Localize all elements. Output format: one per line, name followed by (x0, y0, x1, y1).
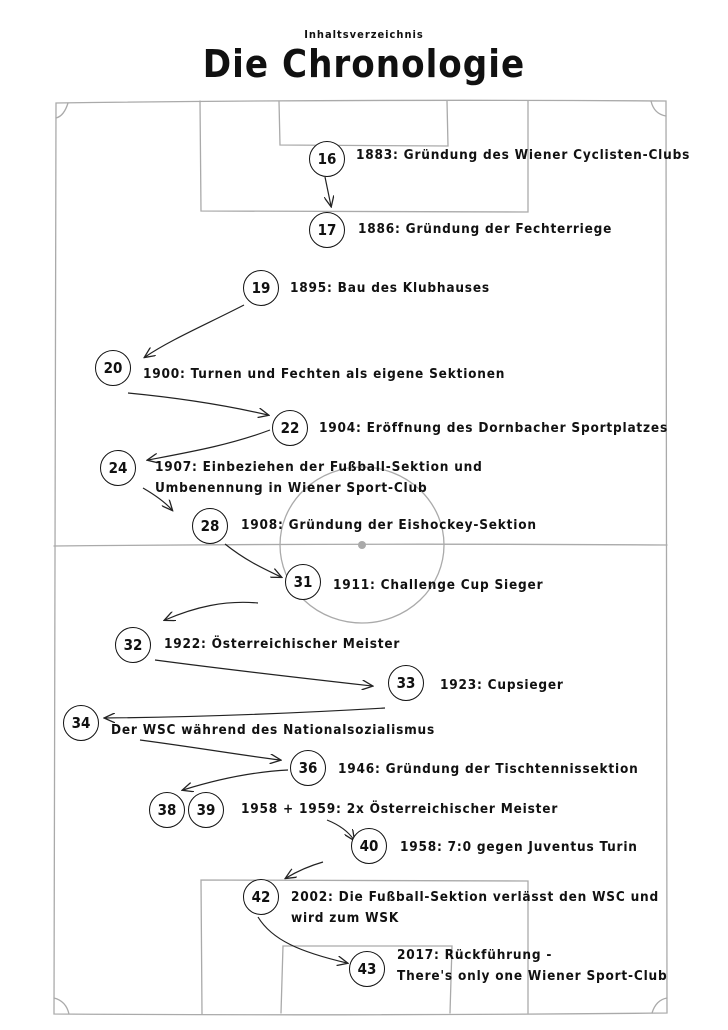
page-number-circle[interactable]: 20 (95, 350, 131, 386)
timeline-entry-1907[interactable]: 1907: Einbeziehen der Fußball-Sektion un… (155, 459, 483, 496)
penalty-area-top (199, 100, 529, 213)
timeline-entry-2017[interactable]: 2017: Rückführung - There's only one Wie… (397, 947, 668, 984)
page-number-circle[interactable]: 36 (290, 750, 326, 786)
page-number-circle[interactable]: 32 (115, 627, 151, 663)
timeline-entry-1958-juventus[interactable]: 1958: 7:0 gegen Juventus Turin (400, 839, 638, 855)
timeline-entry-2002[interactable]: 2002: Die Fußball-Sektion verlässt den W… (291, 889, 659, 926)
page-number-circle[interactable]: 17 (309, 212, 345, 248)
timeline-entry-1923[interactable]: 1923: Cupsieger (440, 677, 564, 693)
page-number-circle[interactable]: 42 (243, 879, 279, 915)
page-number-circle[interactable]: 24 (100, 450, 136, 486)
timeline-entry-1900[interactable]: 1900: Turnen und Fechten als eigene Sekt… (143, 366, 506, 382)
timeline-entry-1911[interactable]: 1911: Challenge Cup Sieger (333, 577, 544, 593)
timeline-entry-1904[interactable]: 1904: Eröffnung des Dornbacher Sportplat… (319, 420, 668, 436)
timeline-entry-1958-1959[interactable]: 1958 + 1959: 2x Österreichischer Meister (241, 801, 559, 817)
page-title: Die Chronologie (202, 42, 526, 86)
page-number-circle[interactable]: 28 (192, 508, 228, 544)
pitch-outline (53, 99, 668, 1016)
corner-arc (53, 997, 70, 1015)
page-number-circle[interactable]: 33 (388, 665, 424, 701)
page-number-circle[interactable]: 16 (309, 141, 345, 177)
goal-area-top (278, 100, 449, 147)
timeline-entry-1908[interactable]: 1908: Gründung der Eishockey-Sektion (241, 517, 537, 533)
page-number-circle[interactable]: 31 (285, 564, 321, 600)
timeline-entry-1946[interactable]: 1946: Gründung der Tischtennissektion (338, 761, 639, 777)
corner-arc (55, 102, 69, 119)
center-spot (358, 541, 366, 549)
center-circle (279, 466, 445, 624)
corner-arc (650, 100, 667, 117)
section-kicker: Inhaltsverzeichnis (304, 28, 424, 41)
page-number-circle[interactable]: 34 (63, 705, 99, 741)
page-number-circle[interactable]: 38 (149, 792, 185, 828)
timeline-entry-1883[interactable]: 1883: Gründung des Wiener Cyclisten-Club… (356, 147, 691, 163)
timeline-entry-1922[interactable]: 1922: Österreichischer Meister (164, 636, 401, 652)
penalty-area-bottom (200, 879, 529, 1015)
timeline-entry-1886[interactable]: 1886: Gründung der Fechterriege (358, 221, 613, 237)
page-number-circle[interactable]: 39 (188, 792, 224, 828)
page-number-circle[interactable]: 43 (349, 951, 385, 987)
page-number-circle[interactable]: 22 (272, 410, 308, 446)
timeline-entry-1895[interactable]: 1895: Bau des Klubhauses (290, 280, 490, 296)
goal-area-bottom (280, 945, 453, 1014)
corner-arc (651, 997, 668, 1014)
page-number-circle[interactable]: 19 (243, 270, 279, 306)
timeline-entry-ns-era[interactable]: Der WSC während des Nationalsozialismus (111, 722, 436, 738)
page-number-circle[interactable]: 40 (351, 828, 387, 864)
